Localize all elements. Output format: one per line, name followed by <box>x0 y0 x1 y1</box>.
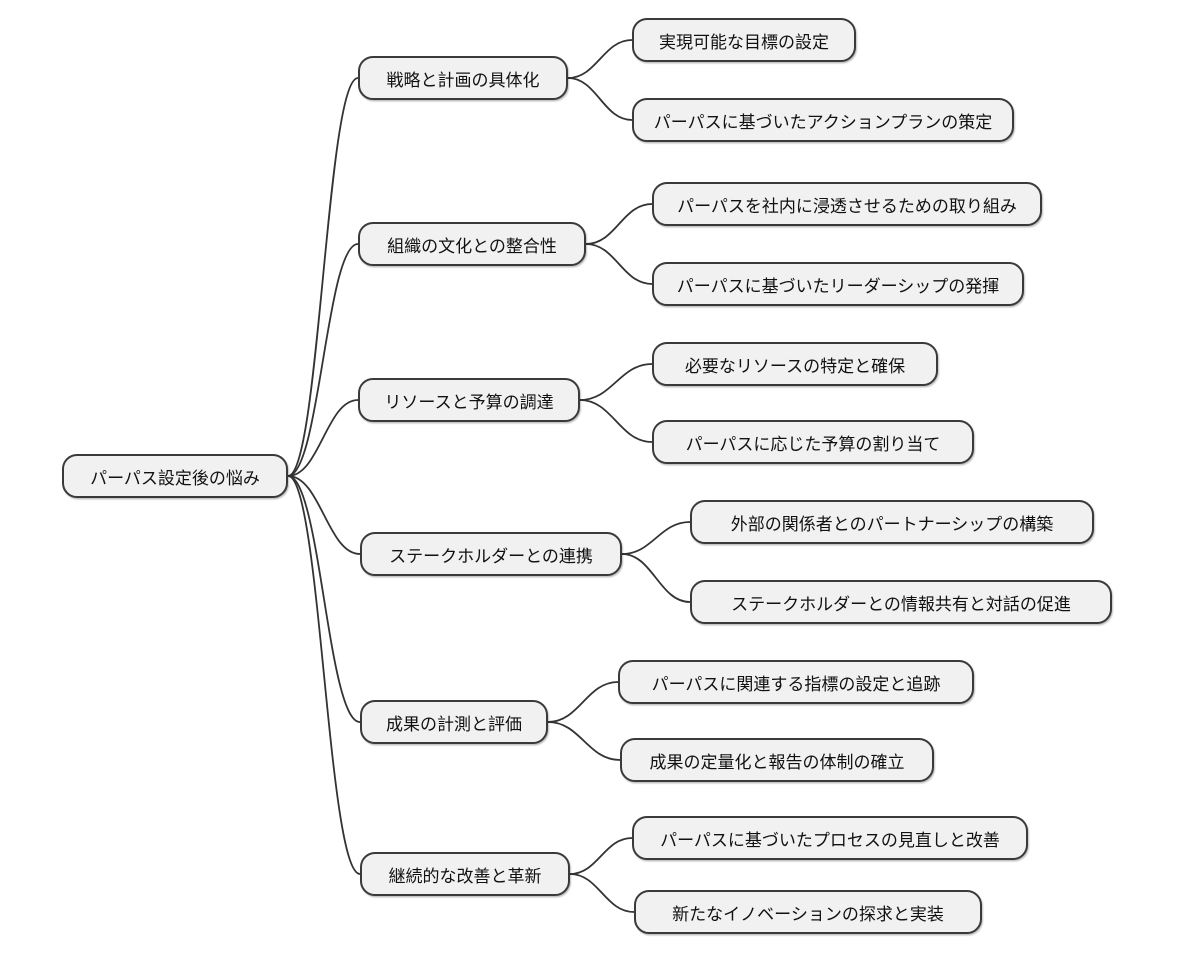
mindmap-edge <box>569 837 633 875</box>
leaf-node[interactable]: パーパスを社内に浸透させるための取り組み <box>652 182 1042 226</box>
leaf-node[interactable]: 必要なリソースの特定と確保 <box>652 342 938 386</box>
mindmap-edge <box>287 243 359 477</box>
mindmap-edge <box>567 39 633 79</box>
mindmap-edge <box>547 681 619 723</box>
mindmap-edge <box>621 521 691 555</box>
leaf-node[interactable]: パーパスに応じた予算の割り当て <box>652 420 974 464</box>
mindmap-edge <box>287 77 359 477</box>
mindmap-edge <box>579 363 653 401</box>
leaf-node[interactable]: 新たなイノベーションの探求と実装 <box>634 890 982 934</box>
mindmap-edge <box>621 553 691 603</box>
branch-node[interactable]: ステークホルダーとの連携 <box>360 532 622 576</box>
leaf-node[interactable]: パーパスに基づいたリーダーシップの発揮 <box>652 262 1024 306</box>
leaf-node[interactable]: パーパスに基づいたプロセスの見直しと改善 <box>632 816 1028 860</box>
branch-node[interactable]: 継続的な改善と革新 <box>360 852 570 896</box>
branch-node[interactable]: 組織の文化との整合性 <box>358 222 586 266</box>
mindmap-edge <box>579 399 653 443</box>
leaf-node[interactable]: 成果の定量化と報告の体制の確立 <box>620 738 934 782</box>
leaf-node[interactable]: パーパスに関連する指標の設定と追跡 <box>618 660 974 704</box>
leaf-node[interactable]: 実現可能な目標の設定 <box>632 18 856 62</box>
leaf-node[interactable]: パーパスに基づいたアクションプランの策定 <box>632 98 1014 142</box>
leaf-node[interactable]: 外部の関係者とのパートナーシップの構築 <box>690 500 1094 544</box>
branch-node[interactable]: 戦略と計画の具体化 <box>358 56 568 100</box>
branch-node[interactable]: 成果の計測と評価 <box>360 700 548 744</box>
mindmap-edge <box>567 77 633 121</box>
mindmap-edge <box>585 203 653 245</box>
mindmap-edge <box>287 475 361 875</box>
leaf-node[interactable]: ステークホルダーとの情報共有と対話の促進 <box>690 580 1112 624</box>
mindmap-edge <box>287 475 361 723</box>
mindmap-edge <box>287 399 359 477</box>
mindmap-edge <box>547 721 621 761</box>
branch-node[interactable]: リソースと予算の調達 <box>358 378 580 422</box>
mindmap-edge <box>585 243 653 285</box>
mindmap-edge <box>287 475 361 555</box>
mindmap-edge <box>569 873 635 913</box>
root-node[interactable]: パーパス設定後の悩み <box>62 454 288 498</box>
